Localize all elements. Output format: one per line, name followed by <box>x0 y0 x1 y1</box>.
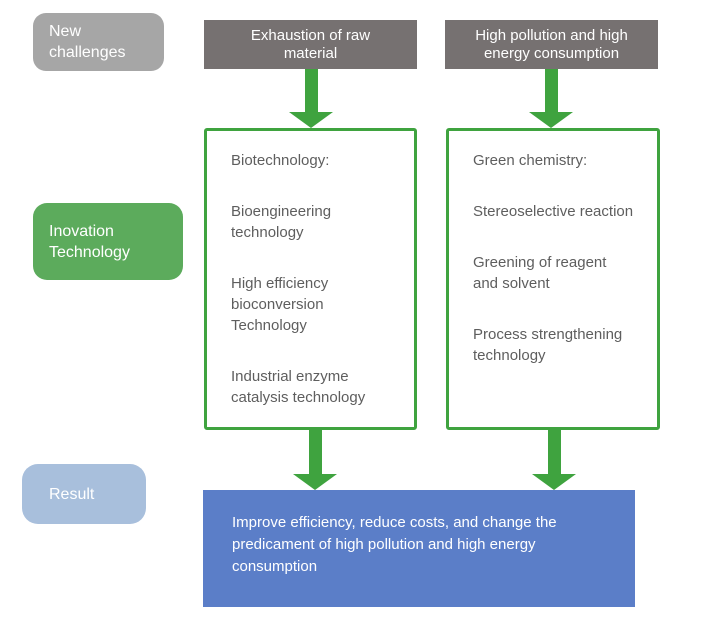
tech-box-green-chemistry: Green chemistry: Stereoselective reactio… <box>446 128 660 430</box>
label-new-challenges-text: New challenges <box>33 21 126 63</box>
label-innovation-technology: Inovation Technology <box>33 203 183 280</box>
result-text-line: predicament of high pollution and high e… <box>232 536 536 553</box>
arrow-stem <box>544 69 558 112</box>
tech-text-line: Industrial enzyme <box>231 368 349 385</box>
label-text-line: challenges <box>49 44 126 61</box>
arrow-down-icon <box>289 69 333 128</box>
result-box-text: Improve efficiency, reduce costs, and ch… <box>232 512 615 578</box>
tech-text-line: Process strengthening <box>473 326 623 343</box>
tech-text-line: and solvent <box>473 275 550 292</box>
tech-text-line: technology <box>231 224 304 241</box>
arrow-head <box>532 474 576 490</box>
label-result-text: Result <box>22 484 94 505</box>
arrow-head <box>529 112 573 128</box>
arrow-down-icon <box>293 430 337 490</box>
arrow-head <box>293 474 337 490</box>
arrow-stem <box>308 430 322 474</box>
label-text-line: New <box>49 23 82 40</box>
challenge-card-exhaustion-text: Exhaustion of raw material <box>251 27 370 63</box>
challenge-card-pollution-text: High pollution and high energy consumpti… <box>475 27 628 63</box>
result-text-line: Improve efficiency, reduce costs, and ch… <box>232 514 557 531</box>
label-text-line: Result <box>49 485 95 503</box>
tech-box-heading: Biotechnology: <box>231 152 330 169</box>
tech-text-line: technology <box>473 347 546 364</box>
tech-paragraph: Industrial enzyme catalysis technology <box>231 366 408 408</box>
tech-text-line: Greening of reagent <box>473 254 607 271</box>
challenge-text-line: material <box>283 44 338 62</box>
label-innovation-technology-text: Inovation Technology <box>33 221 130 263</box>
tech-text-line: Stereoselective reaction <box>473 203 634 220</box>
tech-paragraph: Stereoselective reaction <box>473 201 651 222</box>
tech-box-biotechnology: Biotechnology: Bioengineering technology… <box>204 128 417 430</box>
challenge-card-pollution: High pollution and high energy consumpti… <box>445 20 658 69</box>
label-text-line: Inovation <box>49 222 114 240</box>
tech-text-line: bioconversion <box>231 296 324 313</box>
arrow-stem <box>304 69 318 112</box>
tech-text-line: Bioengineering <box>231 203 332 220</box>
label-result: Result <box>22 464 146 524</box>
tech-text-line: Technology <box>231 317 307 334</box>
label-new-challenges: New challenges <box>33 13 164 71</box>
challenge-text-line: Exhaustion of raw <box>250 26 371 44</box>
tech-text-line: catalysis technology <box>231 389 366 406</box>
label-text-line: Technology <box>49 243 130 261</box>
challenge-text-line: energy consumption <box>483 44 620 62</box>
arrow-head <box>289 112 333 128</box>
challenge-card-exhaustion: Exhaustion of raw material <box>204 20 417 69</box>
arrow-stem <box>547 430 561 474</box>
tech-paragraph: Bioengineering technology <box>231 201 408 243</box>
tech-paragraph: Greening of reagent and solvent <box>473 252 651 294</box>
tech-box-heading: Green chemistry: <box>473 152 588 169</box>
challenge-text-line: High pollution and high <box>475 26 628 44</box>
result-text-line: consumption <box>232 558 318 575</box>
arrow-down-icon <box>532 430 576 490</box>
tech-paragraph: Process strengthening technology <box>473 324 651 366</box>
arrow-down-icon <box>529 69 573 128</box>
tech-paragraph: High efficiency bioconversion Technology <box>231 273 408 336</box>
result-box: Improve efficiency, reduce costs, and ch… <box>203 490 635 607</box>
tech-text-line: High efficiency <box>231 275 329 292</box>
